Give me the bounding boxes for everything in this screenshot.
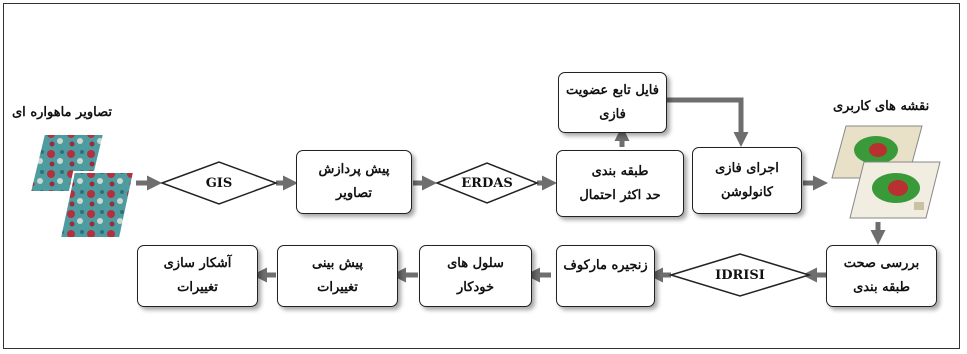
fuzzy-convolution-line-2: کانولوشن: [721, 184, 773, 200]
accuracy-assessment-box: بررسی صحت طبقه بندی: [826, 245, 937, 307]
arrow-membership-to-fuzzy: [667, 97, 749, 147]
prediction-line-1: پیش بینی: [312, 256, 363, 271]
detection-line-1: آشکار سازی: [163, 256, 232, 271]
cellular-automata-line-2: خودکار: [457, 280, 494, 295]
preprocess-line-2: تصاویر: [336, 186, 372, 201]
classification-line-1: طبقه بندی: [591, 163, 649, 179]
membership-file-box: فایل تابع عضویت فازی: [558, 72, 667, 133]
satellite-images-icon: [28, 133, 136, 239]
cellular-automata-box: سلول های خودکار: [419, 245, 532, 307]
land-use-maps-icon: [831, 125, 941, 219]
membership-line-1: فایل تابع عضویت: [566, 82, 659, 98]
prediction-line-2: تغییرات: [317, 280, 358, 295]
erdas-diamond-shape: [434, 162, 540, 204]
land-use-maps-caption: نقشه های کاربری: [833, 99, 930, 114]
diagram-frame: [3, 3, 960, 349]
detection-line-2: تغییرات: [177, 280, 218, 295]
erdas-label: ERDAS: [461, 175, 513, 191]
gis-label: GIS: [205, 175, 233, 191]
accuracy-line-1: بررسی صحت: [843, 256, 920, 271]
idrisi-diamond-shape: [668, 253, 812, 297]
membership-line-2: فازی: [599, 106, 626, 122]
accuracy-line-2: طبقه بندی: [853, 280, 910, 295]
cellular-automata-line-1: سلول های: [447, 256, 504, 271]
gis-diamond-shape: [159, 161, 279, 205]
fuzzy-convolution-box: اجرای فازی کانولوشن: [692, 147, 802, 214]
change-prediction-box: پیش بینی تغییرات: [277, 245, 398, 307]
idrisi-label: IDRISI: [715, 267, 765, 283]
change-detection-box: آشکار سازی تغییرات: [137, 245, 258, 307]
fuzzy-convolution-line-1: اجرای فازی: [715, 160, 779, 176]
classification-line-2: حد اکثر احتمال: [579, 187, 661, 203]
preprocess-line-1: پیش پردازش: [318, 162, 390, 177]
satellite-images-caption: تصاویر ماهواره ای: [12, 105, 112, 120]
markov-line-1: زنجیره مارکوف: [563, 258, 648, 273]
markov-chain-box: زنجیره مارکوف: [556, 245, 655, 307]
classification-box: طبقه بندی حد اکثر احتمال: [556, 150, 684, 217]
preprocess-box: پیش پردازش تصاویر: [296, 150, 412, 214]
